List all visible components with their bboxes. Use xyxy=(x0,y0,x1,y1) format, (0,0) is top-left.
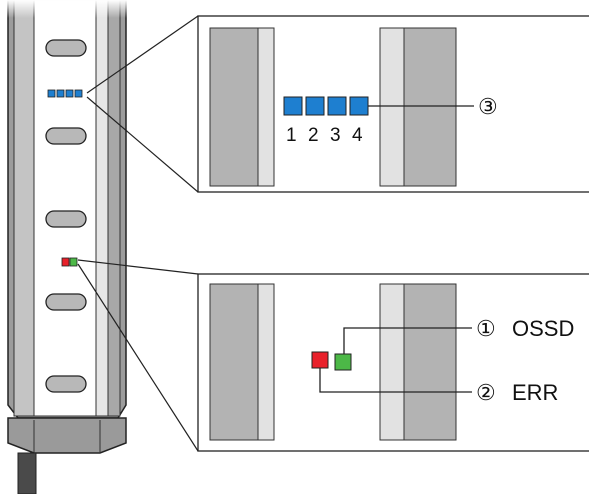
housing-leds xyxy=(47,89,83,267)
lens-window xyxy=(45,210,87,228)
zoom-led-2 xyxy=(305,96,325,116)
led-number: 1 xyxy=(286,125,297,146)
lens-window xyxy=(45,39,87,57)
zoom-led-1 xyxy=(283,96,303,116)
zoom-lines-top xyxy=(86,15,199,193)
led-row-zoomed xyxy=(283,96,369,116)
top-callout-panel xyxy=(197,15,589,193)
zoom-led-4 xyxy=(349,96,369,116)
housing-led-3 xyxy=(65,89,74,98)
lens-windows xyxy=(45,39,87,393)
led-number-labels: 1 2 3 4 xyxy=(286,125,363,146)
housing-led-2 xyxy=(56,89,65,98)
housing-led-1 xyxy=(47,89,56,98)
ossd-led xyxy=(334,353,352,371)
light-curtain-housing xyxy=(0,0,130,419)
callout-marker-2: ② xyxy=(476,380,496,405)
led-number: 3 xyxy=(330,125,341,146)
end-cap xyxy=(7,417,127,454)
err-label: ERR xyxy=(512,380,558,405)
housing-led-ossd xyxy=(69,257,78,267)
callout-marker-3: ③ xyxy=(478,94,498,119)
led-number: 2 xyxy=(308,125,319,146)
lens-window xyxy=(45,375,87,393)
cable xyxy=(17,452,37,494)
zoom-lines-bottom xyxy=(77,259,199,452)
lens-window xyxy=(45,293,87,311)
lens-window xyxy=(45,127,87,145)
ossd-label: OSSD xyxy=(512,316,574,341)
housing-led-err xyxy=(61,257,70,267)
err-led xyxy=(311,351,329,369)
bottom-callout-panel xyxy=(197,273,589,452)
callout-marker-1: ① xyxy=(476,316,496,341)
leader-line-err xyxy=(319,368,472,393)
leader-line-ossd xyxy=(343,327,472,354)
housing-led-4 xyxy=(74,89,83,98)
zoom-led-3 xyxy=(327,96,347,116)
led-number: 4 xyxy=(352,125,363,146)
